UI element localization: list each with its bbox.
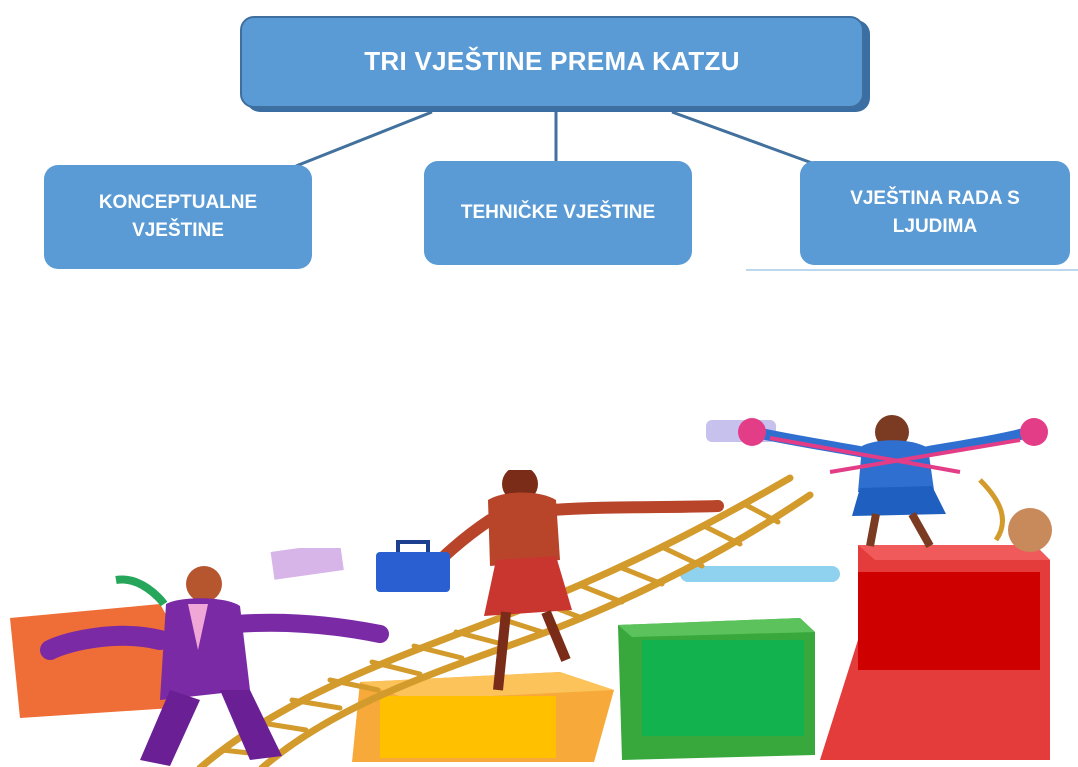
yellow-block bbox=[352, 672, 614, 762]
decor-scrap-lilac bbox=[270, 542, 344, 580]
node-technical-label: TEHNIČKE VJEŠTINE bbox=[460, 202, 656, 224]
red-block-label-area bbox=[858, 572, 1040, 670]
decor-scrap-cyan bbox=[680, 566, 840, 582]
red-block bbox=[820, 545, 1050, 760]
green-block-label-area bbox=[642, 640, 804, 736]
green-block bbox=[618, 618, 815, 760]
woman-blue-figure bbox=[738, 415, 1052, 552]
orange-box-left bbox=[10, 604, 178, 718]
node-conceptual-skills: KONCEPTUALNE VJEŠTINE bbox=[44, 165, 312, 269]
blank-panel-left bbox=[0, 330, 348, 548]
yellow-block-label-area bbox=[380, 696, 556, 758]
node-conceptual-label: KONCEPTUALNE VJEŠTINE bbox=[98, 192, 258, 241]
node-people-label: VJEŠTINA RADA S LJUDIMA bbox=[850, 188, 1020, 237]
node-technical-skills: TEHNIČKE VJEŠTINE bbox=[424, 161, 692, 265]
blank-panel-center bbox=[356, 320, 702, 470]
title-node: TRI VJEŠTINE PREMA KATZU bbox=[240, 16, 864, 108]
connector-title-conceptual bbox=[295, 110, 433, 168]
decor-ball bbox=[1008, 508, 1052, 552]
node-people-skills: VJEŠTINA RADA S LJUDIMA bbox=[800, 161, 1070, 265]
woman-red-figure bbox=[376, 466, 724, 691]
man-purple-figure bbox=[40, 566, 389, 766]
connector-title-people bbox=[671, 110, 813, 165]
title-node-label: TRI VJEŠTINE PREMA KATZU bbox=[364, 46, 740, 77]
briefcase-icon bbox=[376, 540, 450, 592]
